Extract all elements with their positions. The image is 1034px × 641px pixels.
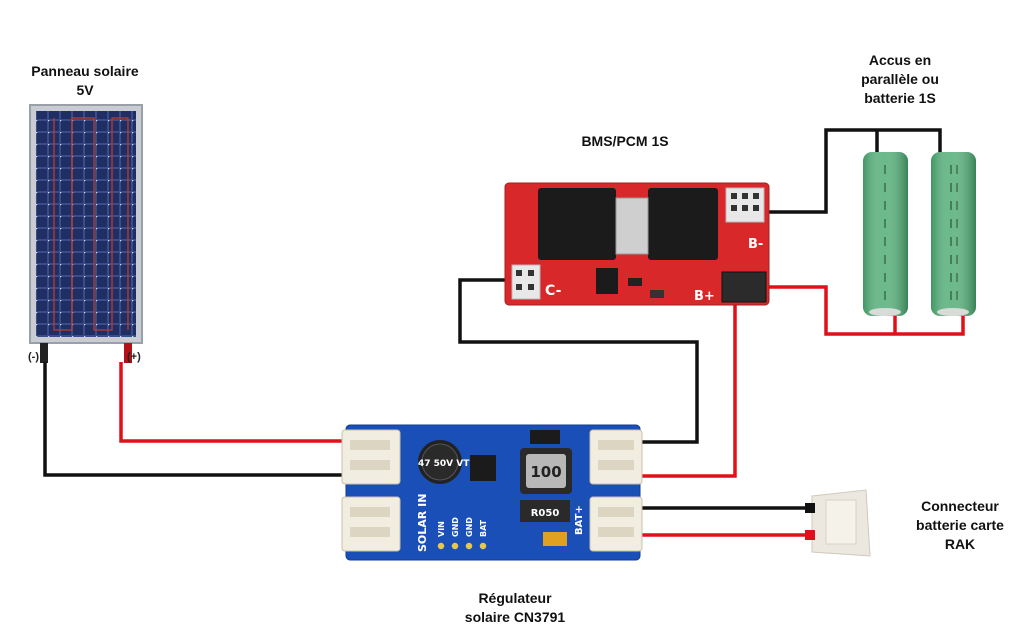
tantalum-capacitor-icon — [543, 532, 567, 546]
header-pin-labels: VIN GND GND BAT — [437, 517, 488, 537]
inductor-label: 100 — [530, 463, 561, 481]
solar-panel-label: Panneau solaire 5V — [31, 63, 139, 98]
electrolytic-capacitor-icon — [418, 440, 462, 484]
svg-text:VIN: VIN — [437, 521, 446, 537]
regulator-board: 47 50V VT 100 R050 SOLAR IN BAT+ VIN GND… — [341, 424, 643, 561]
solar-panel — [29, 104, 143, 363]
panel-negative-terminal: (-) — [28, 351, 39, 363]
bms-ic-icon — [596, 268, 618, 294]
shunt-resistor-icon — [520, 500, 570, 522]
bat-label: BAT+ — [574, 505, 585, 535]
wire-bms-bplus-battery — [768, 285, 965, 336]
wire-bms-cminus — [458, 278, 699, 444]
mosfet-right-icon — [648, 188, 718, 260]
diode-icon — [530, 430, 560, 444]
inductor-icon — [520, 448, 572, 494]
wire-panel-negative — [43, 362, 348, 477]
mosfet-left-icon — [538, 188, 616, 260]
cn3791-ic-icon — [470, 455, 496, 481]
connector-label: Connecteur batterie carte RAK — [916, 498, 1004, 552]
bms-board: C- B- B+ — [504, 182, 770, 306]
battery-label: Accus en parallèle ou batterie 1S — [861, 52, 939, 106]
panel-internal-wiring-icon — [53, 117, 129, 331]
bms-label: BMS/PCM 1S — [581, 133, 669, 149]
resistor-label: R050 — [531, 508, 560, 519]
svg-text:BAT: BAT — [479, 519, 488, 537]
jst-bat-top — [589, 429, 643, 485]
header-pins-icon — [436, 541, 488, 551]
svg-text:GND: GND — [465, 517, 474, 537]
jst-solar-in-top — [341, 429, 401, 485]
bms-cminus-label: C- — [545, 283, 562, 299]
jst-solar-in-bottom — [341, 496, 401, 552]
wire-bms-bminus-battery — [760, 128, 942, 214]
bms-bminus-label: B- — [748, 237, 763, 252]
solar-in-label: SOLAR IN — [416, 494, 429, 552]
battery-cell-right — [931, 152, 976, 316]
jst-bat-bottom — [589, 496, 643, 552]
capacitor-label: 47 50V VT — [418, 459, 470, 469]
rak-battery-connector — [805, 489, 871, 557]
battery-cell-left — [863, 152, 908, 316]
regulator-label: Régulateur solaire CN3791 — [464, 590, 566, 625]
bms-bplus-pad — [721, 271, 767, 303]
svg-text:GND: GND — [451, 517, 460, 537]
wire-bms-bplus-regulator — [640, 298, 737, 478]
bms-bplus-label: B+ — [694, 289, 715, 304]
wire-panel-positive — [119, 362, 348, 443]
panel-positive-terminal: (+) — [127, 351, 141, 363]
